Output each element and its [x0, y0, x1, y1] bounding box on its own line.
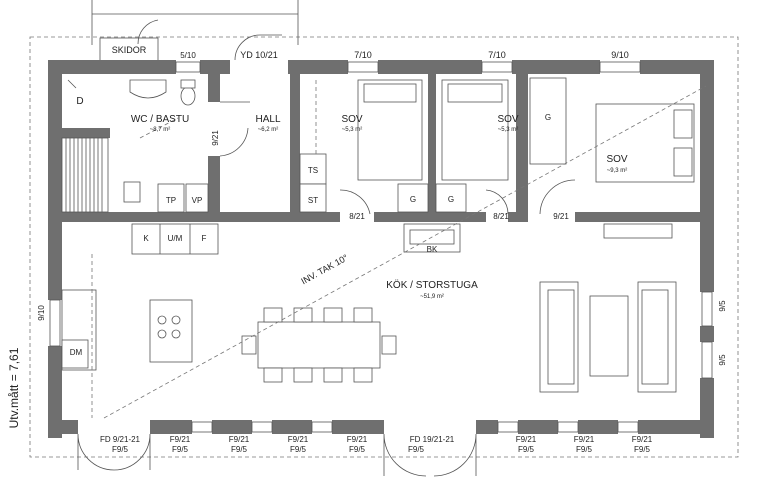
opening-door-8-21a: 8/21	[349, 212, 365, 221]
opening-left-9-10: 9/10	[37, 305, 46, 321]
entry-steps	[91, 0, 299, 63]
room-hall-label: HALL	[255, 114, 280, 125]
opening-right-9-5b: 9/5	[718, 354, 727, 366]
bathroom-fixtures	[67, 79, 209, 213]
opening-top-yd: YD 10/21	[240, 50, 278, 60]
skidor-label: SKIDOR	[112, 45, 147, 55]
fixture-g1-label: G	[410, 195, 416, 204]
stairs	[61, 137, 109, 213]
dining-table	[241, 307, 397, 383]
opening-top-7-10a: 7/10	[354, 50, 372, 60]
fixture-st-label: ST	[308, 196, 318, 205]
opening-b3-top: F9/21	[229, 435, 250, 444]
ceiling-slope-line	[91, 85, 707, 419]
kitchen-fixtures	[61, 223, 673, 371]
fixture-tp-label: TP	[166, 196, 176, 205]
opening-b5-bot: F9/5	[349, 445, 366, 454]
opening-b4-bot: F9/5	[290, 445, 307, 454]
opening-top-5-10: 5/10	[180, 51, 196, 60]
opening-b7-top: F9/21	[516, 435, 537, 444]
door-swings	[77, 101, 576, 477]
outer-boundary	[29, 36, 739, 458]
fixture-vp-label: VP	[192, 196, 203, 205]
fixture-g3-label: G	[545, 113, 551, 122]
room-sov3-label: SOV	[606, 154, 627, 165]
room-sov2-area: ~5,3 m²	[498, 127, 519, 133]
opening-hall-door: 9/21	[211, 130, 220, 146]
opening-b8-bot: F9/5	[576, 445, 593, 454]
opening-door-8-21b: 8/21	[493, 212, 509, 221]
room-kok-area: ~51,9 m²	[420, 294, 444, 300]
opening-top-9-10: 9/10	[611, 50, 629, 60]
sofas	[539, 281, 677, 393]
opening-top-7-10b: 7/10	[488, 50, 506, 60]
opening-right-9-5a: 9/5	[718, 300, 727, 312]
room-sov2-label: SOV	[497, 114, 518, 125]
opening-fd2-bot: F9/5	[408, 445, 425, 454]
fixture-bk-label: BK	[427, 245, 438, 254]
room-hall-area: ~6,2 m²	[258, 127, 279, 133]
room-kok-label: KÖK / STORSTUGA	[386, 279, 478, 291]
room-wc-label: WC / BASTU	[131, 114, 189, 125]
fixture-dm-label: DM	[70, 348, 83, 357]
opening-b2-bot: F9/5	[172, 445, 189, 454]
opening-fd1-bot: F9/5	[112, 445, 129, 454]
opening-fd1-top: FD 9/21-21	[100, 435, 141, 444]
room-sov1-area: ~5,3 m²	[342, 127, 363, 133]
closets	[299, 80, 327, 213]
opening-door-9-21: 9/21	[553, 212, 569, 221]
walls	[48, 60, 714, 438]
opening-b5-top: F9/21	[347, 435, 368, 444]
opening-b7-bot: F9/5	[518, 445, 535, 454]
opening-fd2-top: FD 19/21-21	[410, 435, 455, 444]
room-wc-area: ~8,7 m²	[150, 127, 171, 133]
room-sov1-label: SOV	[341, 114, 362, 125]
fixture-um-label: U/M	[168, 234, 183, 243]
opening-b2-top: F9/21	[170, 435, 191, 444]
ceiling-slope-label: INV. TAK 10°	[299, 252, 350, 286]
beds	[357, 77, 695, 213]
room-sov3-area: ~9,3 m²	[607, 168, 628, 174]
opening-b9-top: F9/21	[632, 435, 653, 444]
fixture-ts-label: TS	[308, 166, 318, 175]
opening-b4-top: F9/21	[288, 435, 309, 444]
room-d-label: D	[76, 96, 83, 107]
windows	[49, 61, 713, 433]
fixture-g2-label: G	[448, 195, 454, 204]
fixture-k-label: K	[143, 234, 149, 243]
opening-b9-bot: F9/5	[634, 445, 651, 454]
dimension-label: Utv.mått = 7,61	[7, 347, 21, 428]
opening-b3-bot: F9/5	[231, 445, 248, 454]
fixture-f-label: F	[202, 234, 207, 243]
opening-b8-top: F9/21	[574, 435, 595, 444]
